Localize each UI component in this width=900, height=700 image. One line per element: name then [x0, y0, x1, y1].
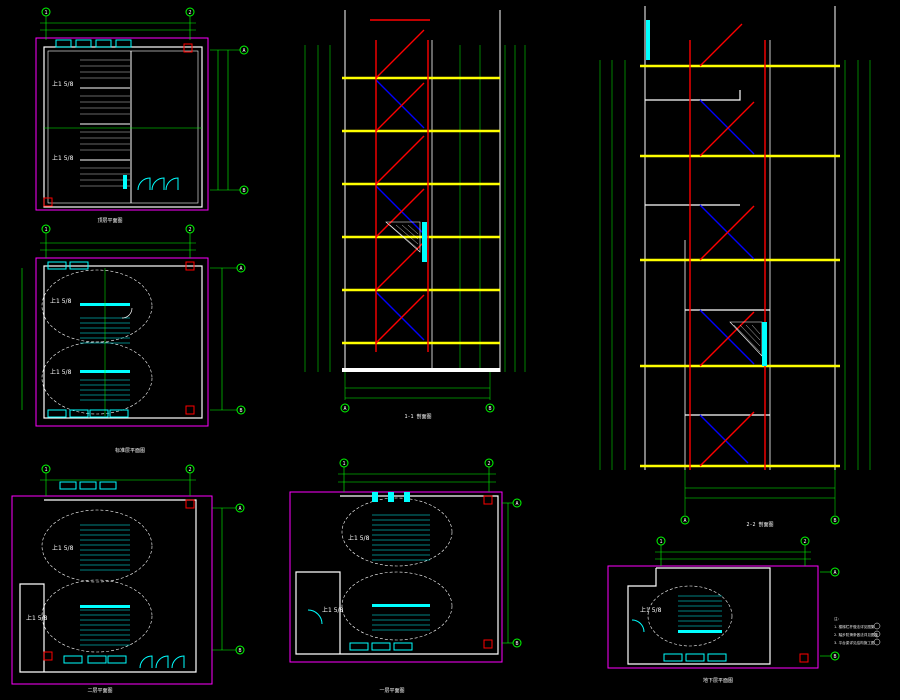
axis-mark: A [833, 570, 836, 576]
plan-bottom-left: 上1 5/8 上1 5/8 A B 1 2 二层平面图 [11, 464, 245, 694]
axis-mark: 2 [188, 10, 191, 16]
room-label: 上1 5/8 [50, 368, 72, 376]
axis-mark: A [239, 266, 242, 272]
axis-mark: 1 [659, 539, 662, 545]
axis-mark: 1 [44, 10, 47, 16]
section-right: A B 2-2 剖面图 [599, 6, 871, 528]
axis-mark: A [515, 501, 518, 507]
room-label: 上1 5/8 [52, 544, 74, 552]
plan-caption: 顶层平面图 [97, 218, 122, 224]
plan-bottom-right: 上1 5/8 A B 1 2 地下层平面图 [607, 536, 840, 684]
axis-mark: 2 [188, 467, 191, 473]
room-label: 上1 5/8 [50, 297, 72, 305]
axis-mark: B [238, 648, 241, 654]
room-label: 上1 5/8 [26, 614, 48, 622]
axis-mark: B [488, 406, 491, 412]
axis-mark: 2 [188, 227, 191, 233]
axis-mark: B [515, 641, 518, 647]
plan-caption: 标准层平面图 [115, 447, 145, 454]
section-caption: 1-1 剖面图 [404, 413, 431, 420]
room-label: 上1 5/8 [52, 154, 74, 162]
room-label: 上1 5/8 [322, 606, 344, 614]
axis-mark: A [238, 506, 241, 512]
notes-line: 1. 楼梯栏杆做法详见图集 [834, 624, 875, 629]
notes-line: 2. 踏步防滑条做法详见图集 [834, 632, 879, 637]
section-middle: A B 1-1 剖面图 [304, 10, 526, 420]
plan-caption: 二层平面图 [87, 688, 112, 694]
axis-mark: B [242, 188, 245, 194]
notes-line: 3. 平台梁详见结构施工图 [834, 640, 875, 645]
plan-top-left: 上1 5/8 上1 5/8 A B 1 2 顶层平面图 [35, 7, 249, 224]
room-label: 上1 5/8 [640, 606, 662, 614]
axis-mark: B [833, 654, 836, 660]
section-caption: 2-2 剖面图 [746, 521, 773, 528]
axis-mark: 1 [44, 227, 47, 233]
notes-block: 注： 1. 楼梯栏杆做法详见图集 2. 踏步防滑条做法详见图集 3. 平台梁详见… [834, 616, 881, 646]
axis-mark: B [239, 408, 242, 414]
axis-mark: 2 [803, 539, 806, 545]
axis-mark: 2 [487, 461, 490, 467]
room-label: 上1 5/8 [348, 534, 370, 542]
axis-mark: B [833, 518, 836, 524]
axis-mark: A [242, 48, 245, 54]
notes-title: 注： [834, 616, 841, 621]
axis-mark: 1 [44, 467, 47, 473]
axis-mark: A [683, 518, 686, 524]
axis-mark: 1 [342, 461, 345, 467]
plan-caption: 一层平面图 [379, 688, 404, 694]
plan-bottom-middle: 上1 5/8 上1 5/8 A B 1 2 一层平面图 [289, 458, 522, 694]
axis-mark: A [343, 406, 346, 412]
room-label: 上1 5/8 [52, 80, 74, 88]
plan-middle-left: 上1 5/8 上1 5/8 A B 1 2 标准层平面图 [21, 224, 246, 454]
plan-caption: 地下层平面图 [703, 677, 733, 684]
